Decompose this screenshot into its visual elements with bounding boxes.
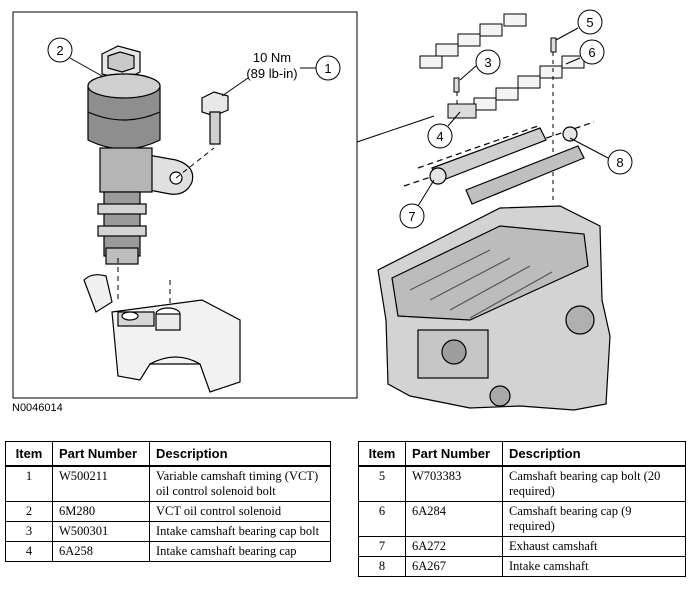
svg-text:8: 8 — [616, 155, 623, 170]
table-row: 4 6A258 Intake camshaft bearing cap — [5, 541, 331, 562]
callout-6: 6 — [565, 39, 605, 65]
part-description: Camshaft bearing cap bolt (20 required) — [502, 465, 686, 502]
table-header-row: Item Part Number Description — [5, 441, 331, 467]
figure-id: N0046014 — [12, 402, 63, 414]
table-row: 3 W500301 Intake camshaft bearing cap bo… — [5, 521, 331, 542]
part-number: W500211 — [52, 465, 150, 502]
torque-leader — [221, 77, 249, 97]
camshafts-drawing — [403, 121, 595, 205]
item-number: 6 — [358, 501, 406, 537]
part-number: W500301 — [52, 521, 150, 542]
svg-text:5: 5 — [586, 15, 593, 30]
torque-value-imperial: (89 lb-in) — [246, 66, 297, 81]
part-description: Variable camshaft timing (VCT) oil contr… — [149, 465, 331, 502]
callout-5: 5 — [555, 9, 603, 41]
part-description: Camshaft bearing cap (9 required) — [502, 501, 686, 537]
table-header-row: Item Part Number Description — [358, 441, 686, 467]
cap-guide-lines — [456, 52, 554, 200]
item-number: 2 — [5, 501, 53, 522]
callout-1: 1 — [300, 55, 341, 81]
part-description: Intake camshaft bearing cap bolt — [149, 521, 331, 542]
callout-2: 2 — [47, 37, 103, 77]
header-item: Item — [5, 441, 53, 467]
guide-lines — [117, 147, 215, 304]
part-number: 6A284 — [405, 501, 503, 537]
callout-8: 8 — [569, 137, 633, 175]
table-row: 8 6A267 Intake camshaft — [358, 556, 686, 577]
header-description: Description — [502, 441, 686, 467]
item-number: 5 — [358, 465, 406, 502]
item-number: 1 — [5, 465, 53, 502]
part-number: 6M280 — [52, 501, 150, 522]
item-number: 7 — [358, 536, 406, 557]
table-row: 2 6M280 VCT oil control solenoid — [5, 501, 331, 522]
svg-text:3: 3 — [484, 55, 491, 70]
item-number: 4 — [5, 541, 53, 562]
svg-text:7: 7 — [408, 209, 415, 224]
torque-value: 10 Nm — [253, 50, 291, 65]
callout-3: 3 — [459, 49, 501, 81]
part-number: 6A272 — [405, 536, 503, 557]
item-number: 3 — [5, 521, 53, 542]
svg-text:1: 1 — [324, 61, 331, 76]
header-item: Item — [358, 441, 406, 467]
svg-text:2: 2 — [56, 43, 63, 58]
solenoid-bolt-drawing — [201, 91, 229, 145]
parts-table-right: Item Part Number Description 5 W703383 C… — [358, 441, 686, 577]
callout-4: 4 — [427, 111, 461, 149]
svg-text:6: 6 — [588, 45, 595, 60]
part-description: Intake camshaft bearing cap — [149, 541, 331, 562]
header-description: Description — [149, 441, 331, 467]
bearing-caps-drawing — [419, 13, 585, 119]
inset-leader-line — [356, 115, 435, 143]
engine-block-drawing — [377, 205, 611, 411]
part-number: W703383 — [405, 465, 503, 502]
header-part-number: Part Number — [405, 441, 503, 467]
table-row: 1 W500211 Variable camshaft timing (VCT)… — [5, 465, 331, 502]
header-part-number: Part Number — [52, 441, 150, 467]
part-number: 6A258 — [52, 541, 150, 562]
table-row: 6 6A284 Camshaft bearing cap (9 required… — [358, 501, 686, 537]
part-description: Intake camshaft — [502, 556, 686, 577]
part-description: Exhaust camshaft — [502, 536, 686, 557]
exploded-view-illustration: 1 10 Nm (89 lb-in) 2 3 4 5 6 7 8 — [12, 9, 633, 411]
part-number: 6A267 — [405, 556, 503, 577]
parts-table-left: Item Part Number Description 1 W500211 V… — [5, 441, 331, 562]
table-row: 5 W703383 Camshaft bearing cap bolt (20 … — [358, 465, 686, 502]
part-description: VCT oil control solenoid — [149, 501, 331, 522]
svg-text:4: 4 — [436, 129, 443, 144]
callout-7: 7 — [399, 179, 435, 229]
item-number: 8 — [358, 556, 406, 577]
table-row: 7 6A272 Exhaust camshaft — [358, 536, 686, 557]
